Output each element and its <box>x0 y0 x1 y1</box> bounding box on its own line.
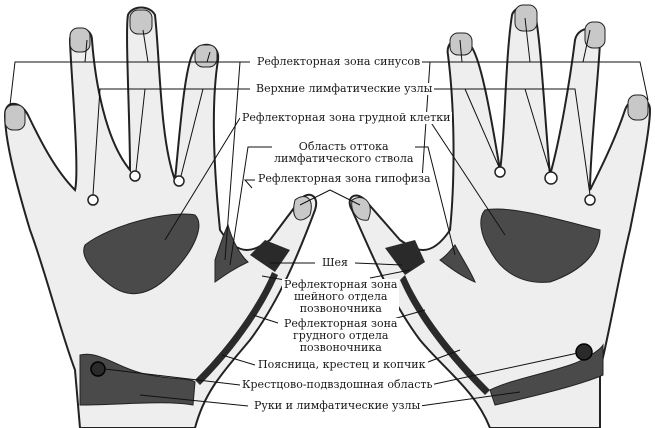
label-cervical-line2: шейного отдела <box>294 290 388 303</box>
label-neck: Шея <box>320 256 351 269</box>
right-lymph-outflow-zone <box>439 244 476 283</box>
label-sacroiliac-area: Крестцово-подвздошная область <box>240 378 435 391</box>
right-sacroiliac-point <box>575 343 593 361</box>
right-neck-zone <box>385 240 425 275</box>
label-pituitary-zone: Рефлекторная зона гипофиза <box>256 172 433 185</box>
label-lumbar-sacrum-coccyx: Поясница, крестец и копчик <box>256 358 428 371</box>
label-thoracic-line1: Рефлекторная зона <box>284 317 398 330</box>
left-spine-zone <box>195 272 278 385</box>
label-lymph-outflow-line1: Область оттока <box>298 140 389 153</box>
label-arms-lymph-nodes: Руки и лимфатические узлы <box>252 399 423 412</box>
label-chest-zone: Рефлекторная зона грудной клетки <box>240 111 453 124</box>
label-cervical-spine-zone: Рефлекторная зона шейного отдела позвоно… <box>282 278 400 315</box>
right-chest-zone <box>480 208 601 283</box>
left-sacroiliac-point <box>90 361 106 377</box>
label-thoracic-line3: позвоночника <box>299 341 382 354</box>
right-wrist-band <box>489 343 604 406</box>
label-sinus-zone: Рефлекторная зона синусов <box>255 55 423 68</box>
label-thoracic-spine-zone: Рефлекторная зона грудного отдела позвон… <box>282 317 400 354</box>
right-nails <box>351 4 649 221</box>
right-lymph-points <box>494 166 596 206</box>
label-thoracic-line2: грудного отдела <box>293 329 389 342</box>
label-upper-lymph-nodes: Верхние лимфатические узлы <box>254 82 435 95</box>
right-spine-zone <box>400 275 490 395</box>
left-lymph-points <box>87 170 185 206</box>
left-wrist-band <box>79 353 196 406</box>
left-neck-zone <box>250 240 290 272</box>
label-lymph-outflow: Область оттока лимфатического ствола <box>272 140 416 165</box>
label-cervical-line3: позвоночника <box>299 302 382 315</box>
left-chest-zone <box>83 213 200 295</box>
label-cervical-line1: Рефлекторная зона <box>284 278 398 291</box>
label-lymph-outflow-line2: лимфатического ствола <box>274 152 414 165</box>
